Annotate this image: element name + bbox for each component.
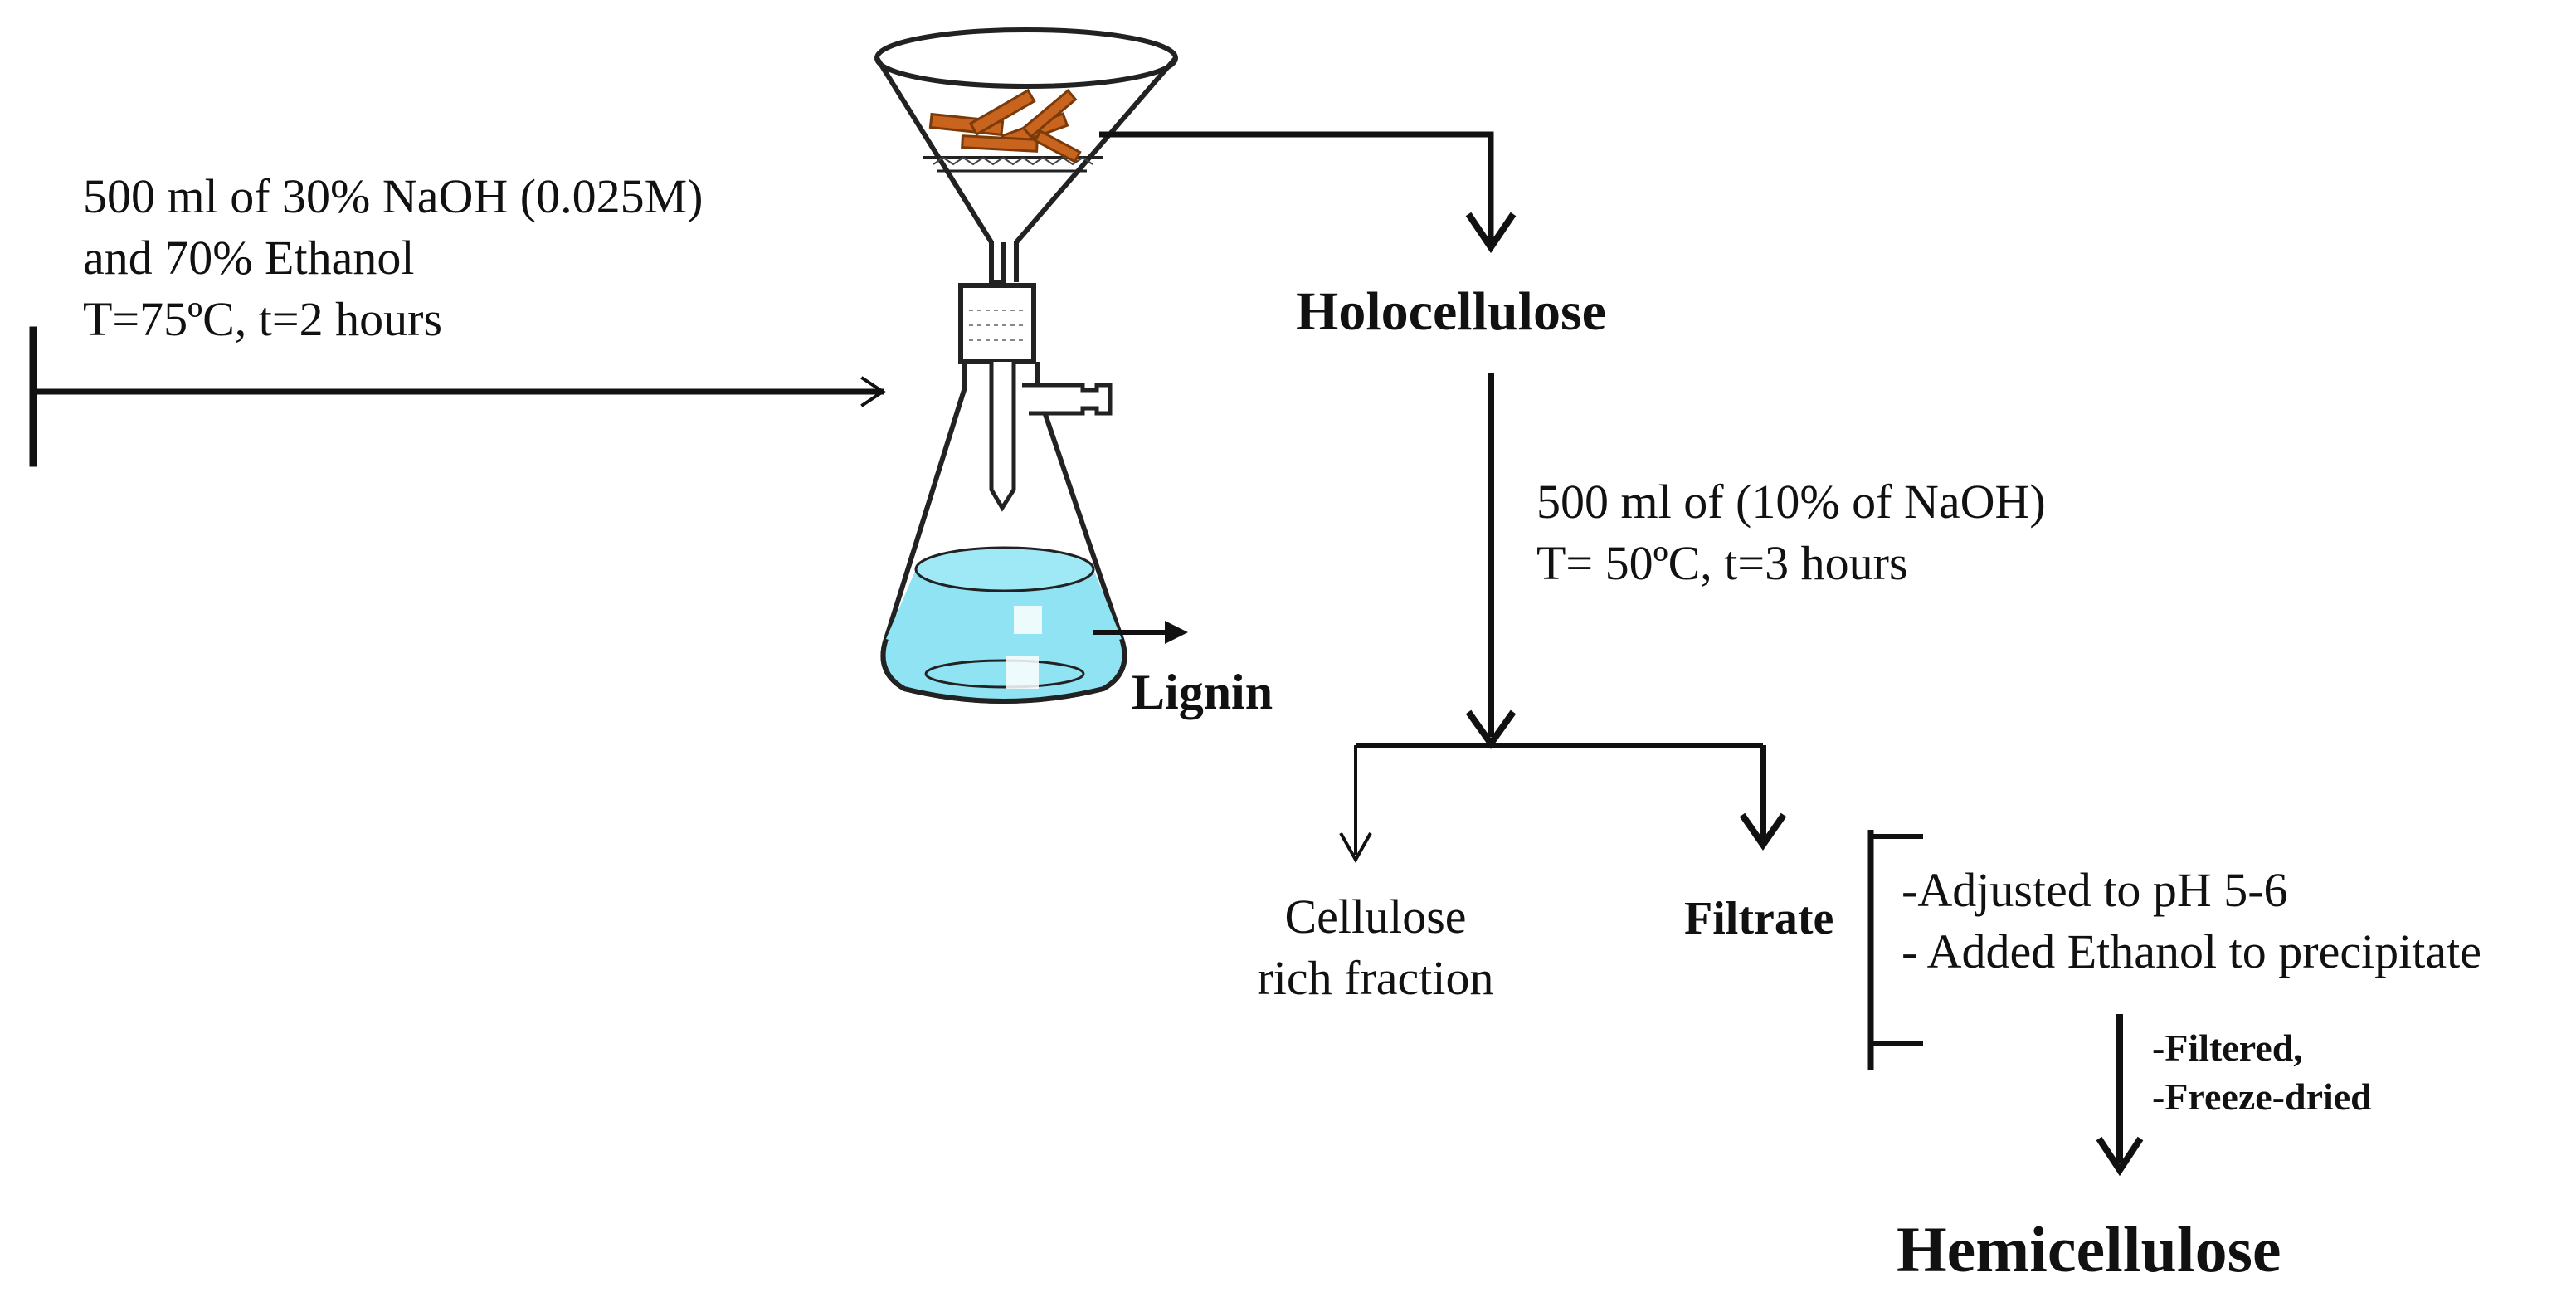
drying-step-2: -Freeze-dried (2152, 1075, 2372, 1118)
funnel-icon (874, 27, 1178, 285)
holocellulose-arrow (1099, 131, 1517, 254)
filter-flask-icon (880, 283, 1127, 704)
split-branch (1339, 743, 1787, 864)
filtrate-label: Filtrate (1684, 893, 1834, 944)
drying-step-1: -Filtered, (2152, 1026, 2303, 1069)
treatment-bracket (1867, 830, 1923, 1070)
stage1-line-3: T=75ºC, t=2 hours (83, 292, 443, 347)
cellulose-line-1: Cellulose (1284, 890, 1467, 943)
lignin-label: Lignin (1132, 665, 1273, 719)
treatment-step-1: -Adjusted to pH 5-6 (1902, 863, 2288, 917)
stage2-conditions: 500 ml of (10% of NaOH) T= 50ºC, t=3 hou… (1536, 471, 2046, 594)
hemicellulose-arrow (2096, 1014, 2144, 1177)
filtrate-treatment-steps: -Adjusted to pH 5-6 - Added Ethanol to p… (1902, 860, 2481, 983)
drying-steps: -Filtered, -Freeze-dried (2152, 1024, 2372, 1122)
biomass-chips-icon (928, 88, 1082, 163)
stage1-line-1: 500 ml of 30% NaOH (0.025M) (83, 169, 704, 223)
hemicellulose-label: Hemicellulose (1897, 1213, 2281, 1285)
stage2-line-2: T= 50ºC, t=3 hours (1536, 536, 1908, 591)
cellulose-fraction-label: Cellulose rich fraction (1234, 886, 1517, 1009)
cellulose-line-2: rich fraction (1257, 951, 1494, 1006)
holocellulose-label: Holocellulose (1296, 281, 1606, 342)
treatment-step-2: - Added Ethanol to precipitate (1902, 924, 2482, 979)
stage2-line-1: 500 ml of (10% of NaOH) (1536, 475, 2046, 529)
stage1-conditions: 500 ml of 30% NaOH (0.025M) and 70% Etha… (83, 166, 703, 351)
stage1-line-2: and 70% Ethanol (83, 231, 415, 285)
input-arrow (29, 326, 886, 467)
main-down-arrow (1465, 373, 1517, 749)
lignin-arrow (1093, 621, 1188, 644)
